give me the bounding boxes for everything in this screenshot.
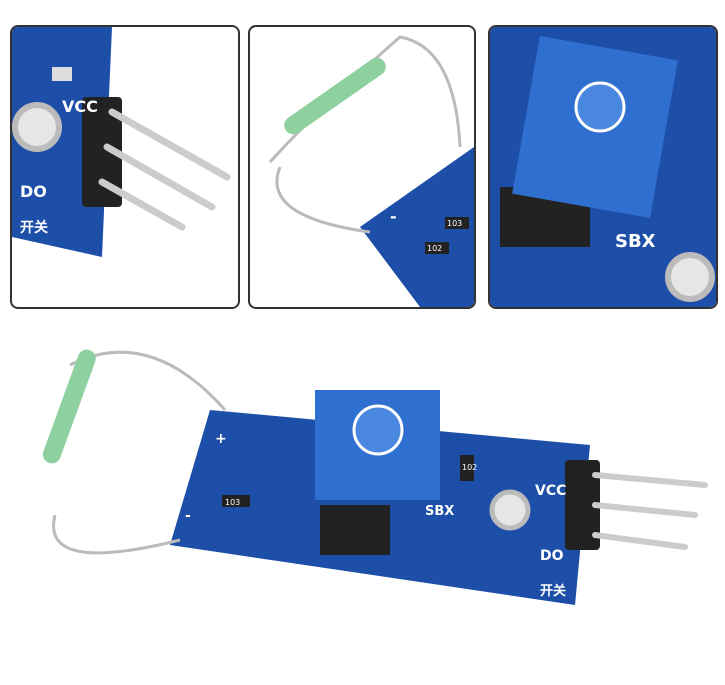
potentiometer-closeup-image: SBX <box>490 27 716 307</box>
detail-panel-reed: + - 103 102 <box>248 25 476 309</box>
minus-label: - <box>390 207 397 226</box>
main-vcc-label: VCC <box>535 483 566 499</box>
resistor-102-label: 102 <box>427 244 442 253</box>
do-label: DO <box>20 182 47 201</box>
vcc-label: VCC <box>62 97 98 116</box>
main-switch-label: 开关 <box>540 583 566 599</box>
main-product-image: + - 103 102 SBX VCC DO 开关 <box>42 349 708 605</box>
reed-closeup-image: + - 103 102 <box>268 35 474 307</box>
main-resistor-103-label: 103 <box>225 498 240 507</box>
main-brand-label: SBX <box>425 504 454 519</box>
resistor-103-label: 103 <box>447 219 462 228</box>
main-plus-label: + <box>215 431 227 447</box>
pins-closeup-image: VCC DO 开关 <box>12 27 231 257</box>
main-minus-label: - <box>185 508 191 524</box>
main-resistor-102-label: 102 <box>462 463 477 472</box>
detail-panel-potentiometer: SBX <box>488 25 718 309</box>
plus-label: + <box>435 152 448 171</box>
main-do-label: DO <box>540 548 564 564</box>
switch-label: 开关 <box>20 219 48 236</box>
detail-panel-pins: VCC DO 开关 <box>10 25 240 309</box>
brand-label: SBX <box>615 231 656 252</box>
